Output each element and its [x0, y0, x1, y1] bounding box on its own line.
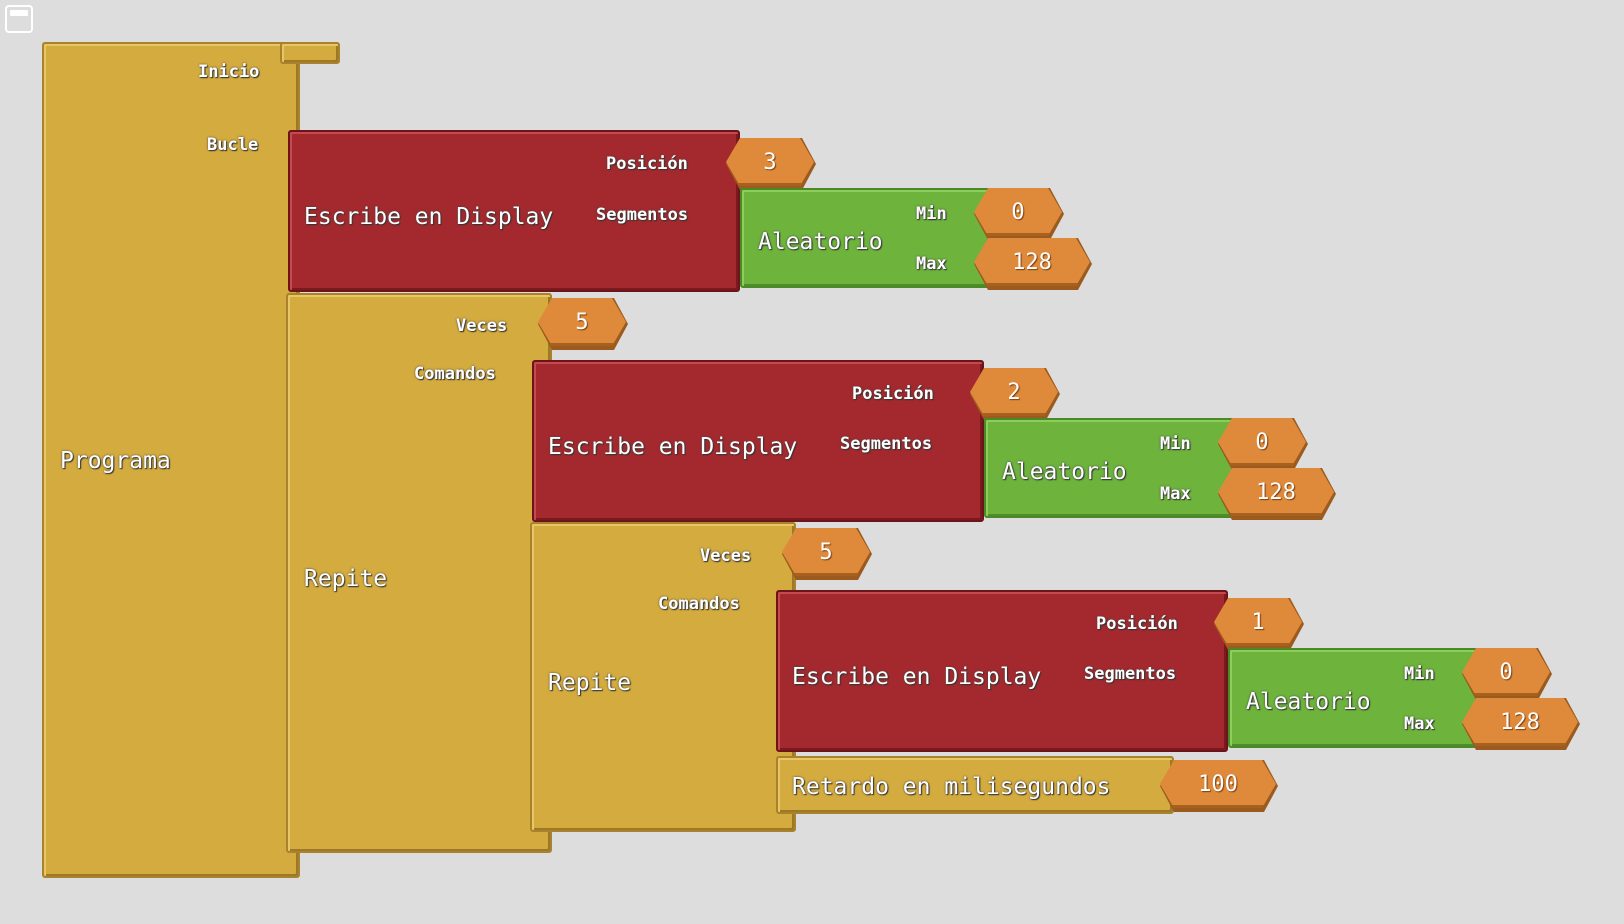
position-label: Posición	[852, 384, 934, 404]
delay-input[interactable]: 100	[1160, 760, 1276, 808]
repeat-veces-label: Veces	[700, 546, 752, 566]
random-title: Aleatorio	[1246, 689, 1371, 715]
max-label: Max	[1160, 484, 1191, 504]
position-label: Posición	[1096, 614, 1178, 634]
programa-block[interactable]	[42, 42, 300, 878]
min-input[interactable]: 0	[1218, 418, 1306, 466]
segments-label: Segmentos	[840, 434, 933, 454]
random-title: Aleatorio	[758, 229, 883, 255]
delay-block[interactable]	[776, 756, 1174, 814]
programa-top-cap	[280, 42, 340, 64]
min-label: Min	[916, 204, 947, 224]
random-block[interactable]	[740, 188, 992, 288]
display-write-block[interactable]	[532, 360, 984, 522]
position-input[interactable]: 2	[970, 368, 1058, 416]
repeat-veces-label: Veces	[456, 316, 508, 336]
display-write-block[interactable]	[776, 590, 1228, 752]
max-input[interactable]: 128	[1218, 468, 1334, 516]
repeat-block-inner[interactable]	[530, 522, 796, 832]
segments-label: Segmentos	[596, 205, 689, 225]
max-label: Max	[1404, 714, 1435, 734]
repeat-times-input[interactable]: 5	[538, 298, 626, 346]
min-input[interactable]: 0	[1462, 648, 1550, 696]
position-label: Posición	[606, 154, 688, 174]
programa-title: Programa	[60, 448, 171, 474]
min-label: Min	[1404, 664, 1435, 684]
inicio-label: Inicio	[198, 62, 260, 82]
segments-label: Segmentos	[1084, 664, 1177, 684]
window-icon[interactable]	[5, 5, 33, 33]
max-input[interactable]: 128	[974, 238, 1090, 286]
random-block[interactable]	[1228, 648, 1480, 748]
display-write-title: Escribe en Display	[304, 204, 554, 230]
repeat-title: Repite	[548, 670, 632, 696]
bucle-label: Bucle	[207, 135, 259, 155]
position-input[interactable]: 3	[726, 138, 814, 186]
min-input[interactable]: 0	[974, 188, 1062, 236]
min-label: Min	[1160, 434, 1191, 454]
display-write-block[interactable]	[288, 130, 740, 292]
repeat-comandos-label: Comandos	[658, 594, 740, 614]
random-block[interactable]	[984, 418, 1236, 518]
repeat-block-outer[interactable]	[286, 293, 552, 853]
position-input[interactable]: 1	[1214, 598, 1302, 646]
delay-title: Retardo en milisegundos	[792, 774, 1111, 800]
max-label: Max	[916, 254, 947, 274]
display-write-title: Escribe en Display	[548, 434, 798, 460]
repeat-comandos-label: Comandos	[414, 364, 496, 384]
random-title: Aleatorio	[1002, 459, 1127, 485]
max-input[interactable]: 128	[1462, 698, 1578, 746]
repeat-times-input[interactable]: 5	[782, 528, 870, 576]
display-write-title: Escribe en Display	[792, 664, 1042, 690]
repeat-title: Repite	[304, 566, 388, 592]
